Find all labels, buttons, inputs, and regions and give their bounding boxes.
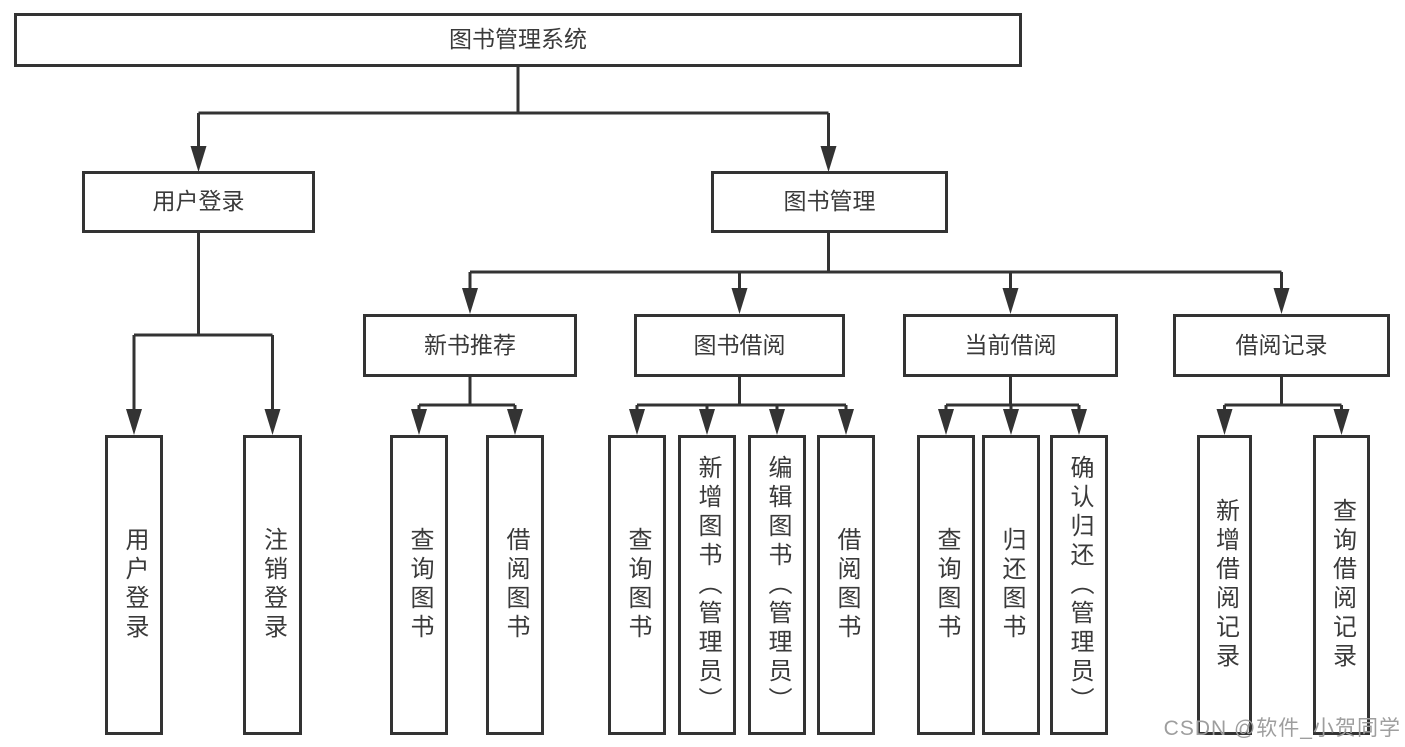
node-label: 注销登录 [259, 527, 287, 643]
leaf-borrow-books: 借阅图书 [817, 435, 875, 735]
node-label: 借阅记录 [1235, 331, 1328, 358]
node-borrowing-records: 借阅记录 [1173, 314, 1390, 377]
node-label: 新增借阅记录 [1211, 498, 1239, 672]
node-library-management-system: 图书管理系统 [14, 13, 1022, 67]
node-book-borrowing: 图书借阅 [634, 314, 845, 377]
node-book-management: 图书管理 [711, 171, 948, 233]
node-label: 图书管理 [783, 188, 876, 215]
leaf-query-books-recommend: 查询图书 [390, 435, 448, 735]
node-label: 查询借阅记录 [1328, 498, 1356, 672]
node-label: 用户登录 [152, 188, 245, 215]
node-label: 新增图书（管理员） [694, 454, 721, 716]
node-user-login: 用户登录 [82, 171, 315, 233]
leaf-edit-books-admin: 编辑图书（管理员） [748, 435, 806, 735]
node-new-book-recommendation: 新书推荐 [363, 314, 577, 377]
node-label: 查询图书 [624, 527, 651, 643]
node-label: 新书推荐 [424, 331, 516, 358]
leaf-confirm-return-admin: 确认归还（管理员） [1050, 435, 1108, 735]
node-label: 查询图书 [406, 527, 433, 643]
leaf-query-borrow-record: 查询借阅记录 [1313, 435, 1370, 735]
node-label: 确认归还（管理员） [1066, 454, 1093, 716]
node-label: 当前借阅 [964, 331, 1057, 358]
node-current-borrowing: 当前借阅 [903, 314, 1118, 377]
node-label: 编辑图书（管理员） [764, 454, 791, 716]
leaf-add-borrow-record: 新增借阅记录 [1197, 435, 1252, 735]
node-label: 借阅图书 [833, 527, 860, 643]
leaf-user-login: 用户登录 [105, 435, 163, 735]
leaf-logout: 注销登录 [243, 435, 302, 735]
node-label: 用户登录 [121, 527, 148, 643]
node-label: 归还图书 [998, 527, 1025, 643]
leaf-borrow-books-recommend: 借阅图书 [486, 435, 544, 735]
node-label: 查询图书 [933, 527, 960, 643]
node-label: 借阅图书 [502, 527, 529, 643]
csdn-watermark: CSDN @软件_小贺同学 [1163, 717, 1401, 740]
leaf-query-books-current: 查询图书 [917, 435, 975, 735]
node-label: 图书管理系统 [449, 26, 587, 53]
node-label: 图书借阅 [693, 331, 786, 358]
leaf-return-books: 归还图书 [982, 435, 1040, 735]
leaf-query-books-borrow: 查询图书 [608, 435, 666, 735]
leaf-add-books-admin: 新增图书（管理员） [678, 435, 736, 735]
